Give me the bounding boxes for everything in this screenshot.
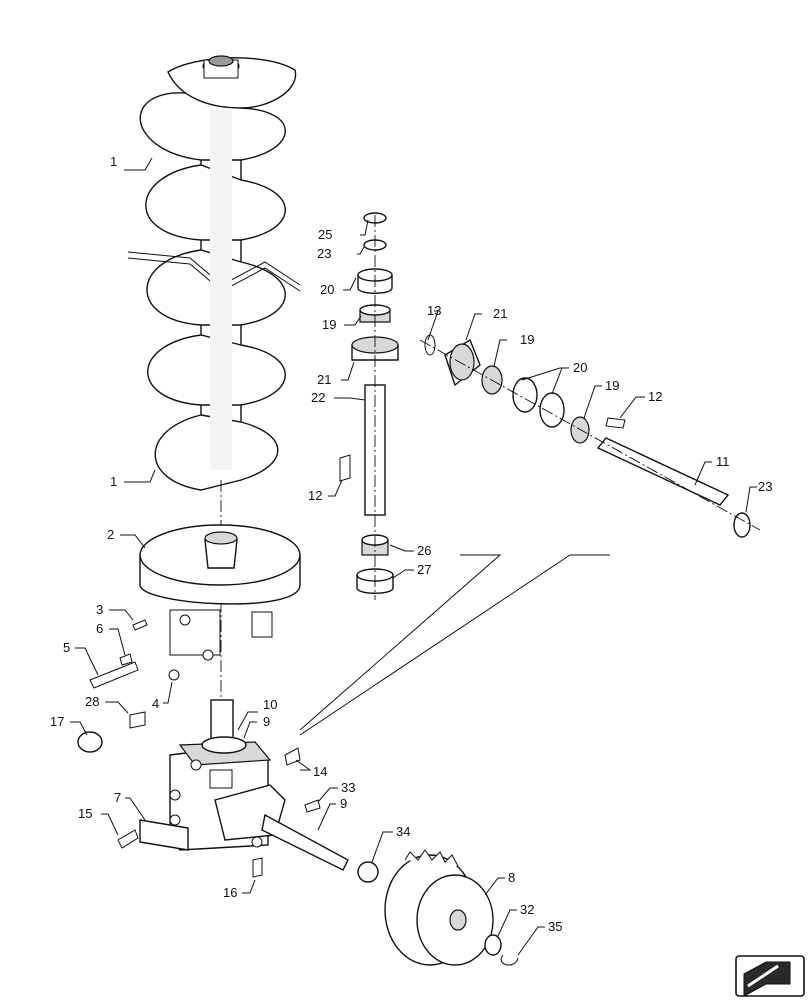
callout-33: 33 xyxy=(341,780,355,795)
auger-base-disc xyxy=(139,524,301,661)
callout-4: 4 xyxy=(152,696,159,711)
callout-15: 15 xyxy=(78,806,92,821)
callout-27: 27 xyxy=(417,562,431,577)
callout-16: 16 xyxy=(223,885,237,900)
callout-20-horizontal: 20 xyxy=(573,360,587,375)
sprocket xyxy=(384,849,494,966)
callout-7: 7 xyxy=(114,790,121,805)
callout-17: 17 xyxy=(50,714,64,729)
callout-1-upper: 1 xyxy=(110,154,117,169)
callout-19-gear: 19 xyxy=(520,332,534,347)
callout-32: 32 xyxy=(520,902,534,917)
gearbox xyxy=(169,699,349,871)
callout-23-vertical: 23 xyxy=(317,246,331,261)
small-hardware xyxy=(77,619,519,966)
callout-1-lower: 1 xyxy=(110,474,117,489)
auger-flighting xyxy=(127,55,301,491)
horizontal-centerline xyxy=(419,339,761,531)
callout-13: 13 xyxy=(427,303,441,318)
callout-35: 35 xyxy=(548,919,562,934)
callout-22: 22 xyxy=(311,390,325,405)
callout-12-upper: 12 xyxy=(648,389,662,404)
callout-9-upper: 9 xyxy=(263,714,270,729)
callout-19-shaft: 19 xyxy=(605,378,619,393)
callout-34: 34 xyxy=(396,824,410,839)
callout-10: 10 xyxy=(263,697,277,712)
callout-9-lower: 9 xyxy=(340,796,347,811)
callout-21-horizontal: 21 xyxy=(493,306,507,321)
callout-labels: 1 1 2 3 4 5 6 7 8 9 9 10 11 12 12 13 14 … xyxy=(50,154,772,934)
callout-19-vertical: 19 xyxy=(322,317,336,332)
vertical-shaft-stack xyxy=(339,212,399,594)
subassembly-pointer-2 xyxy=(299,554,610,736)
callout-28: 28 xyxy=(85,694,99,709)
callout-14: 14 xyxy=(313,764,327,779)
callout-20-vertical: 20 xyxy=(320,282,334,297)
callout-21-vertical: 21 xyxy=(317,372,331,387)
callout-8: 8 xyxy=(508,870,515,885)
subassembly-pointer-1 xyxy=(299,554,502,731)
callout-12-lower: 12 xyxy=(308,488,322,503)
callout-5: 5 xyxy=(63,640,70,655)
callout-3: 3 xyxy=(96,602,103,617)
horizontal-shaft-stack xyxy=(424,334,751,538)
callout-6: 6 xyxy=(96,621,103,636)
callout-23-horizontal: 23 xyxy=(758,479,772,494)
callout-25: 25 xyxy=(318,227,332,242)
callout-26: 26 xyxy=(417,543,431,558)
leader-lines xyxy=(70,157,757,956)
arrow-tab-icon[interactable] xyxy=(735,955,805,997)
callout-11: 11 xyxy=(716,454,730,469)
callout-2: 2 xyxy=(107,527,114,542)
